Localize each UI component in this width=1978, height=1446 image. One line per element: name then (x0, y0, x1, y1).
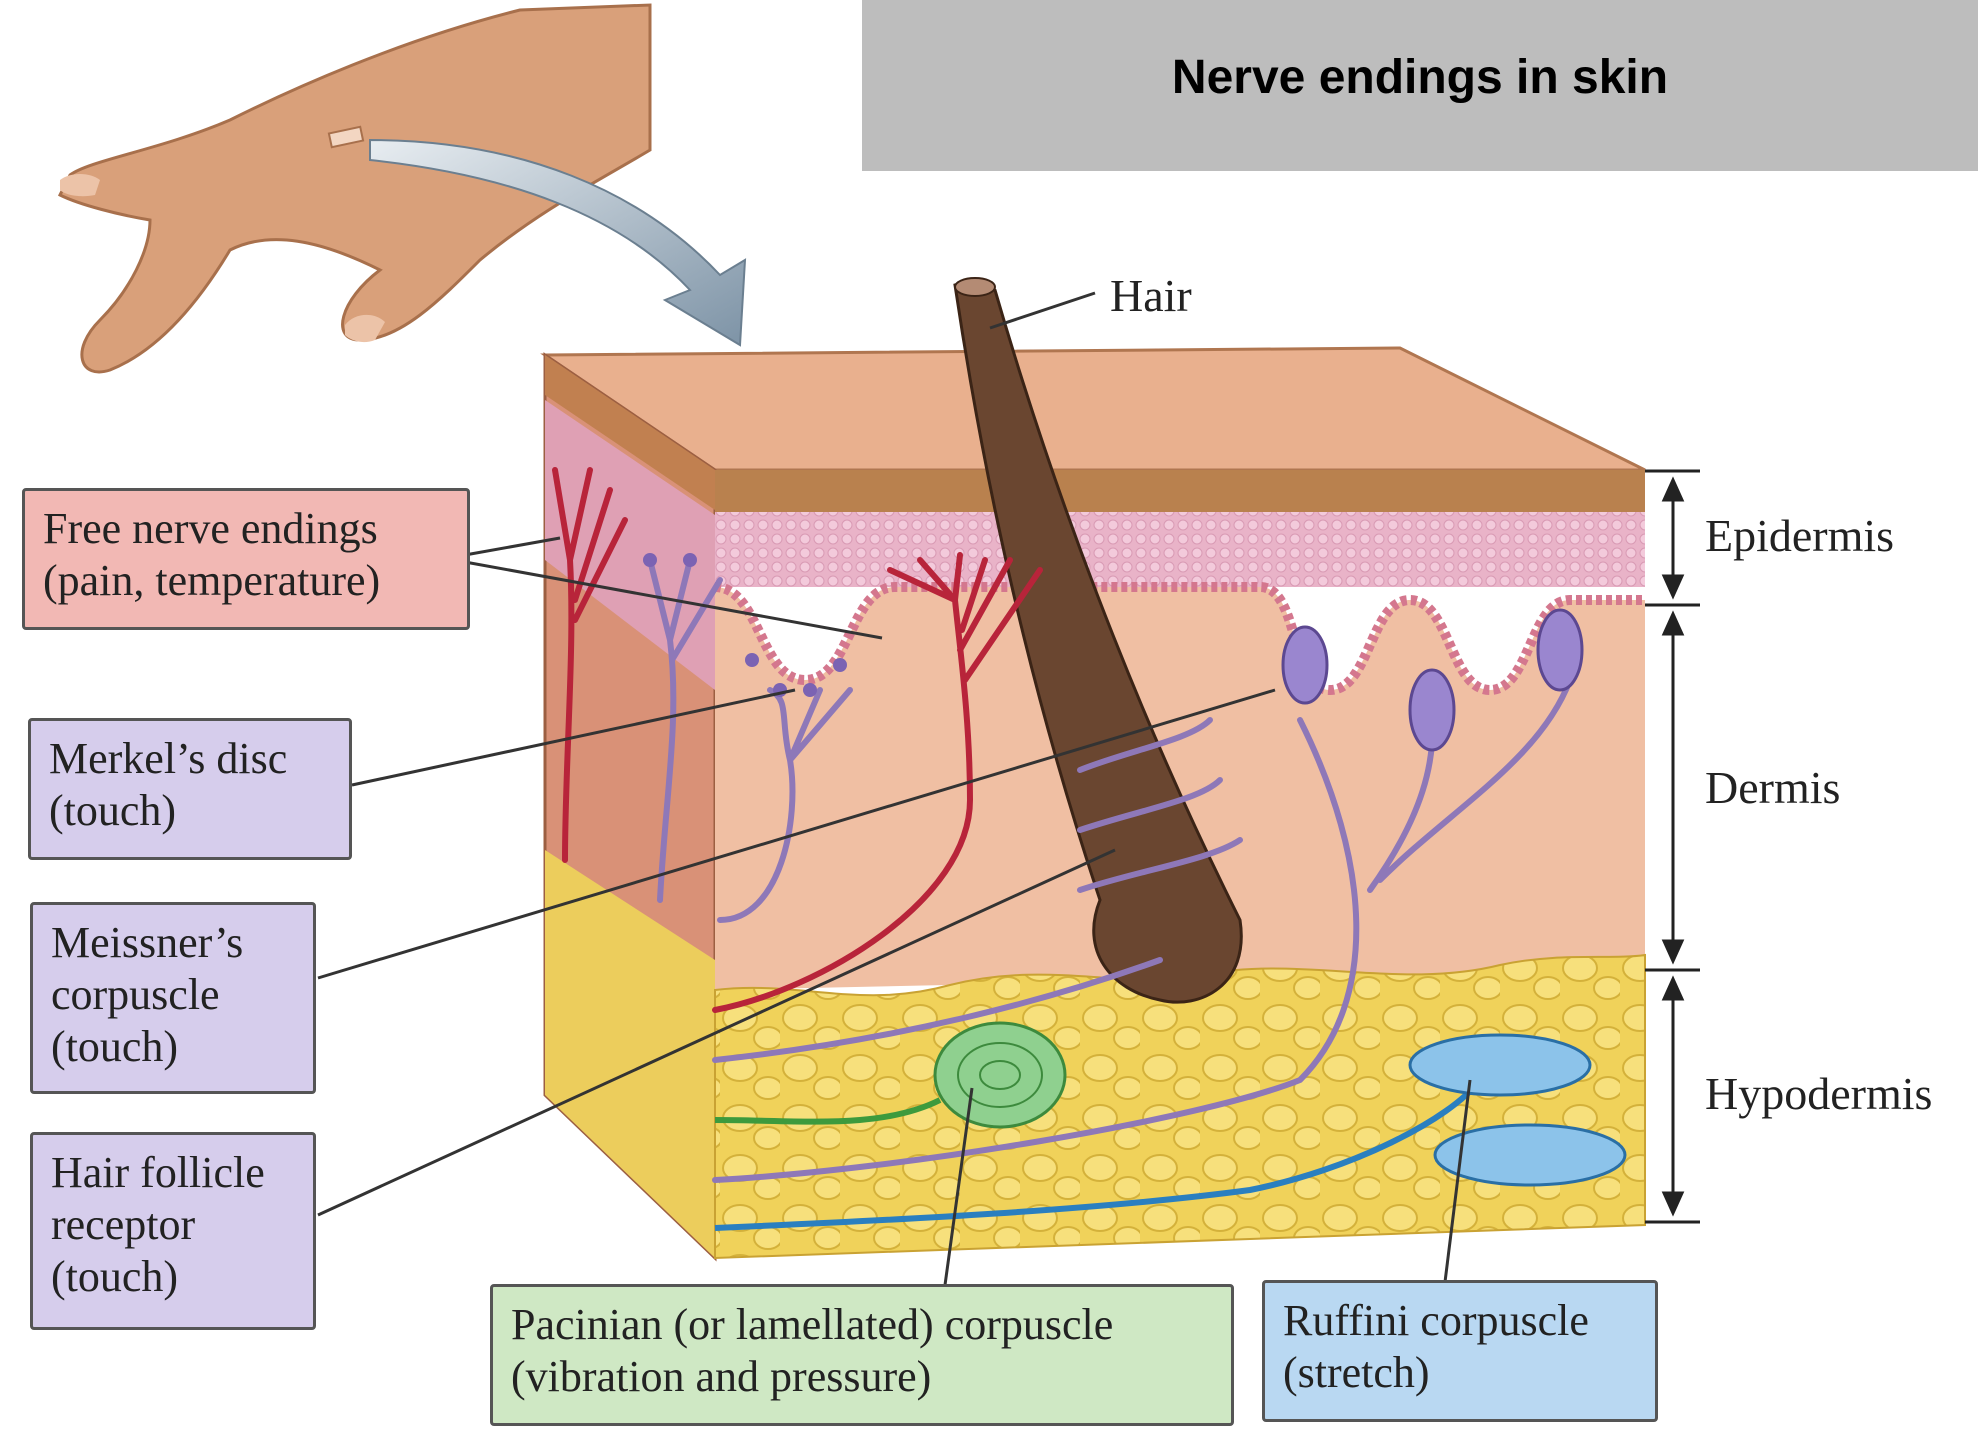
skin-top-face (540, 346, 1646, 472)
pacinian-corpuscle-label: Pacinian (or lamellated) corpuscle (vibr… (490, 1284, 1234, 1426)
hair-follicle-receptor-label: Hair follicle receptor (touch) (30, 1132, 316, 1330)
hypodermis-label: Hypodermis (1705, 1068, 1933, 1119)
title-banner: Nerve endings in skin (862, 0, 1978, 171)
hair-label: Hair (1110, 270, 1192, 321)
dermis-label: Dermis (1705, 762, 1841, 813)
skin-side-face (543, 352, 717, 1262)
magnify-arrow (369, 138, 747, 347)
epidermis-label: Epidermis (1705, 510, 1895, 561)
leader-lines (317, 291, 1472, 1286)
hair-shaft (953, 277, 1243, 1004)
merkel-discs (643, 553, 847, 697)
hand-illustration (57, 3, 652, 374)
ruffini-corpuscles (714, 1033, 1627, 1231)
pacinian-corpuscle (714, 1021, 1067, 1129)
free-nerve-endings-label: Free nerve endings (pain, temperature) (22, 488, 470, 630)
meissner-corpuscle-label: Meissner’s corpuscle (touch) (30, 902, 316, 1094)
free-nerve-endings (552, 467, 1043, 1013)
ruffini-corpuscle-label: Ruffini corpuscle (stretch) (1262, 1280, 1658, 1422)
layer-brackets (1645, 469, 1700, 1224)
merkel-disc-label: Merkel’s disc (touch) (28, 718, 352, 860)
page-title: Nerve endings in skin (1171, 51, 1669, 104)
meissner-corpuscles (1281, 608, 1584, 752)
